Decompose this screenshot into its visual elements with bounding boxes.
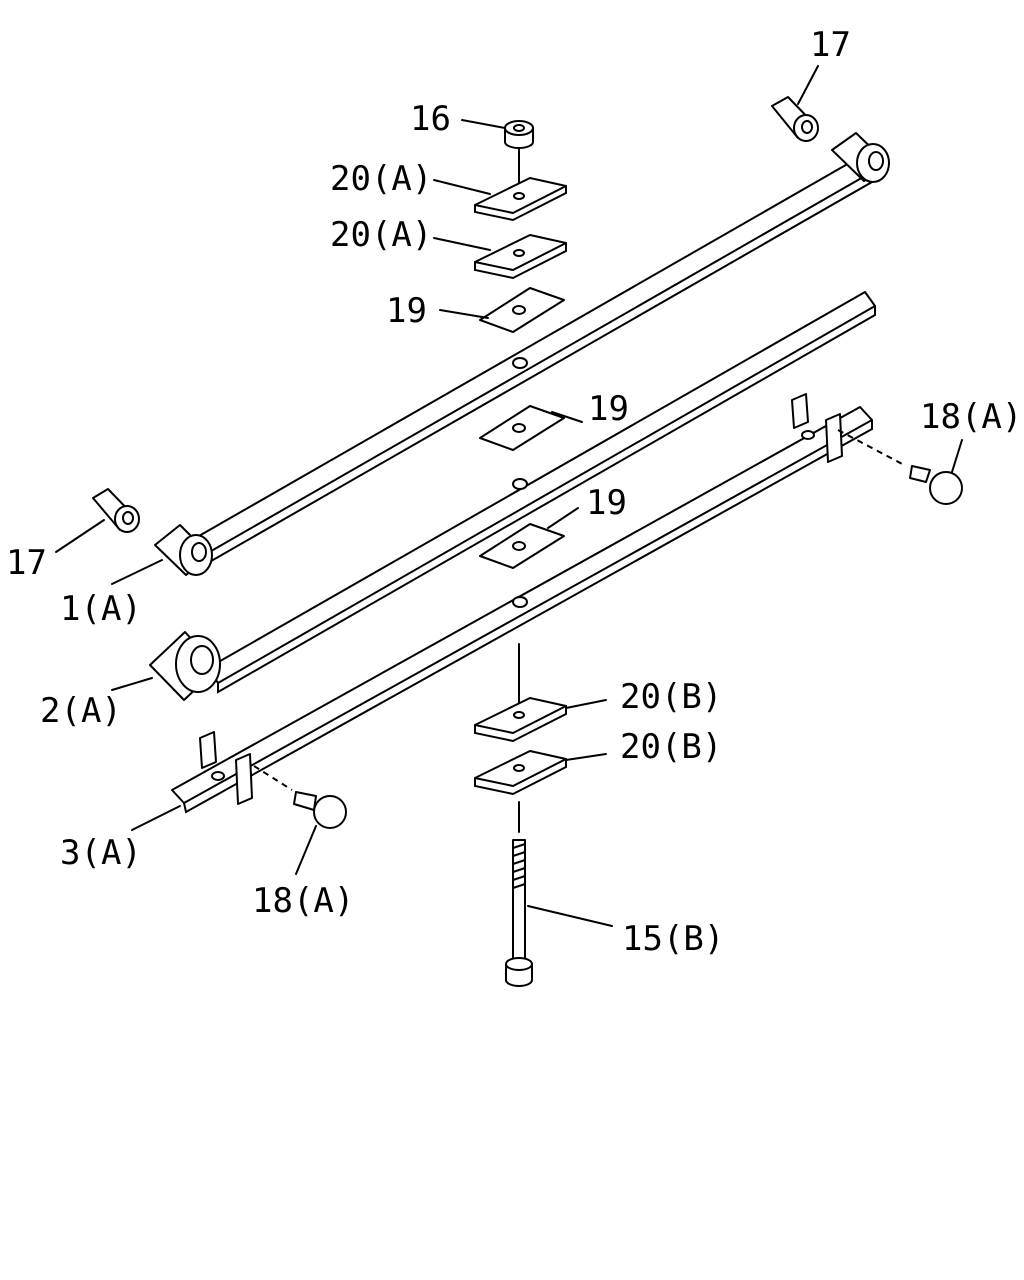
callout-18a-bottom: 18(A)	[252, 881, 354, 921]
plate-20b-upper	[474, 697, 567, 743]
leaf-1a	[154, 132, 890, 576]
leaf-3a-center-hole	[512, 596, 528, 608]
liner-19-middle	[479, 405, 565, 451]
leaf-2a	[149, 291, 876, 701]
liner-19-top	[479, 287, 565, 333]
leader-lines	[55, 65, 963, 927]
callout-20b-upper: 20(B)	[620, 677, 722, 717]
bushing-17-left	[92, 488, 140, 533]
leaf-2a-eye-left	[149, 631, 221, 701]
rebound-clip-left	[199, 731, 253, 805]
plate-20b-lower	[474, 750, 567, 796]
leaf-2a-center-hole	[512, 478, 528, 490]
callout-15b: 15(B)	[622, 919, 724, 959]
callout-19-top: 19	[386, 291, 427, 331]
callout-19-lower: 19	[586, 483, 627, 523]
leaf-1a-eye-left	[154, 524, 213, 576]
callout-20a-upper: 20(A)	[330, 159, 432, 199]
liner-19-lower	[479, 523, 565, 569]
bolt-18a-bottom	[253, 765, 347, 829]
bolt-18a-right	[837, 429, 963, 505]
callout-20b-lower: 20(B)	[620, 727, 722, 767]
leaf-1a-eye-right	[831, 132, 890, 183]
callout-1a: 1(A)	[60, 589, 142, 629]
callout-19-middle: 19	[588, 389, 629, 429]
plate-20a-upper	[474, 177, 567, 222]
bushing-17-top	[771, 96, 819, 142]
callout-20a-lower: 20(A)	[330, 215, 432, 255]
callout-3a: 3(A)	[60, 833, 142, 873]
leaf-1a-center-hole	[512, 357, 528, 369]
callout-16: 16	[410, 99, 451, 139]
callout-17-left: 17	[6, 543, 47, 583]
leaf-3a	[171, 393, 873, 814]
callout-18a-right: 18(A)	[920, 397, 1022, 437]
nut-16	[504, 120, 534, 149]
callout-2a: 2(A)	[40, 691, 122, 731]
plate-20a-lower	[474, 234, 567, 280]
rebound-clip-right	[791, 393, 843, 463]
center-bolt-15b	[505, 839, 533, 987]
callout-17-top: 17	[810, 25, 851, 65]
